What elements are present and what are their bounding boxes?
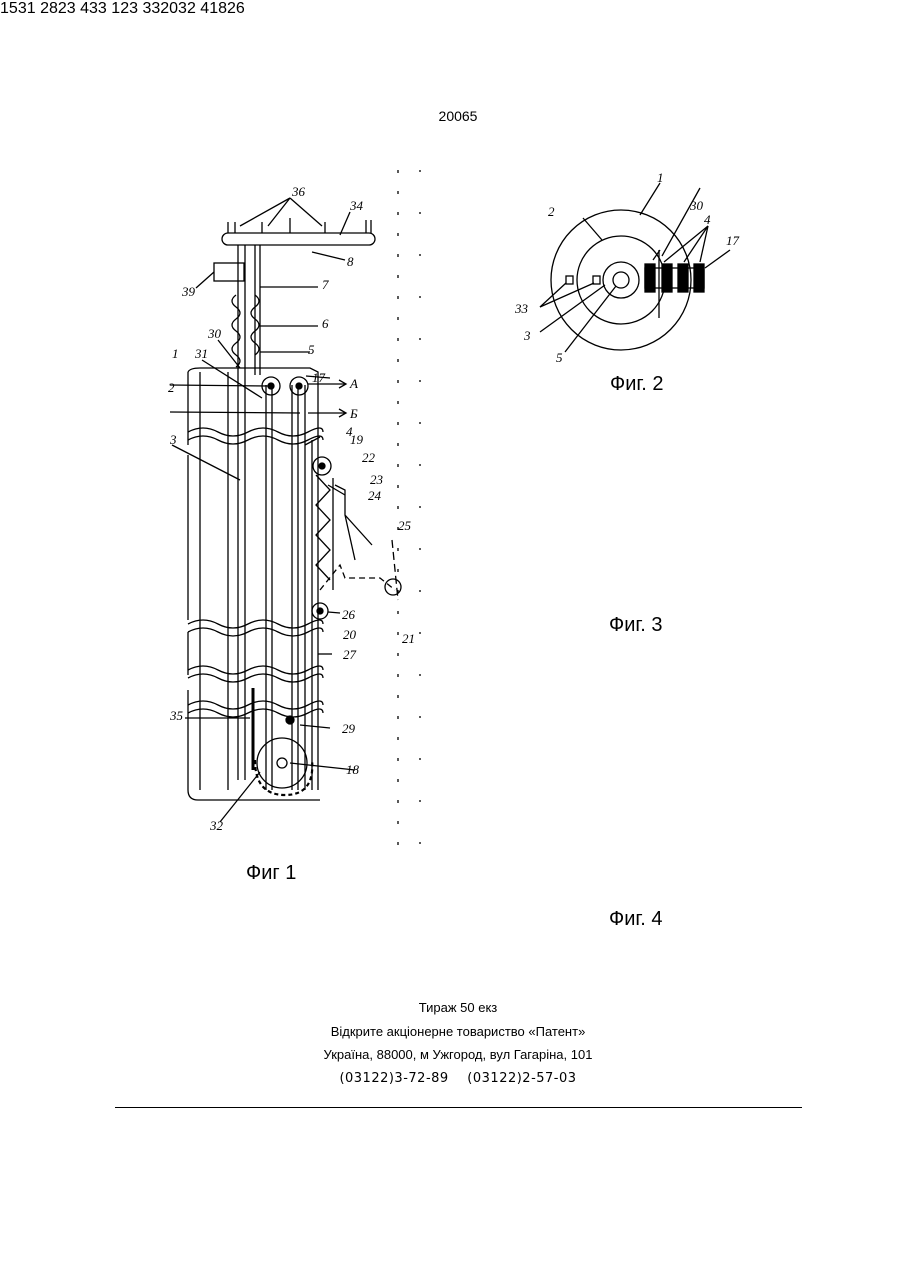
print-run: Тираж 50 екз <box>0 996 900 1020</box>
publisher-footer: Тираж 50 екз Відкрите акціонерне товарис… <box>0 996 900 1090</box>
fig1-ref-label: 35 <box>169 708 184 723</box>
fig1-ref-label: 6 <box>322 316 329 331</box>
fig1-ref-label: 20 <box>343 627 357 642</box>
fig1-ref-label: 8 <box>347 254 354 269</box>
fig3-caption: Фиг. 3 <box>609 614 662 637</box>
fig2-ref-label: 30 <box>689 198 704 213</box>
fig1-ref-label: 31 <box>194 346 208 361</box>
fig4-caption: Фиг. 4 <box>609 908 662 931</box>
fig1-ref-label: 21 <box>402 631 415 646</box>
fig1-drawing <box>170 170 420 860</box>
fig1-ref-label: 18 <box>346 762 360 777</box>
fig1-ref-label: 22 <box>362 450 376 465</box>
publisher-phones: (03122)3-72-89 (03122)2-57-03 <box>0 1067 900 1091</box>
fig2-ref-label: 17 <box>726 233 740 248</box>
fig2-ref-label: 1 <box>657 170 664 185</box>
fig1-ref-label: 30 <box>207 326 222 341</box>
fig2-ref-label: 4 <box>704 212 711 227</box>
fig1-ref-label: 3 <box>169 432 177 447</box>
fig1-ref-label: 34 <box>349 198 364 213</box>
fig1-ref-label: А <box>349 376 358 391</box>
fig2-caption: Фиг. 2 <box>610 373 663 396</box>
fig1-ref-label: 24 <box>368 488 382 503</box>
fig1-ref-label: 25 <box>398 518 412 533</box>
publisher-name: Відкрите акціонерне товариство «Патент» <box>0 1020 900 1044</box>
fig2-ref-label: 5 <box>556 350 563 365</box>
fig1-ref-label: 29 <box>342 721 356 736</box>
fig1-ref-label: 7 <box>322 277 329 292</box>
fig1-ref-label: 26 <box>342 607 356 622</box>
fig2-ref-label: 33 <box>514 301 529 316</box>
fig1-ref-label: 17 <box>312 370 326 385</box>
footer-rule <box>115 1107 802 1108</box>
fig1-ref-label: 32 <box>209 818 224 833</box>
fig1-ref-label: 5 <box>308 342 315 357</box>
fig2-ref-label: 2 <box>548 204 555 219</box>
fig1-ref-label: 19 <box>350 432 364 447</box>
publisher-address: Україна, 88000, м Ужгород, вул Гагаріна,… <box>0 1043 900 1067</box>
fig1-ref-label: 2 <box>168 380 175 395</box>
fig1-ref-label: 27 <box>343 647 357 662</box>
fig1-ref-label: 23 <box>370 472 384 487</box>
fig1-ref-label: 1 <box>172 346 179 361</box>
fig1-ref-label: 39 <box>181 284 196 299</box>
fig1-caption: Фиг 1 <box>246 862 296 885</box>
fig1-ref-label: Б <box>349 406 358 421</box>
fig2-ref-label: 3 <box>523 328 531 343</box>
fig1-ref-label: 36 <box>291 184 306 199</box>
